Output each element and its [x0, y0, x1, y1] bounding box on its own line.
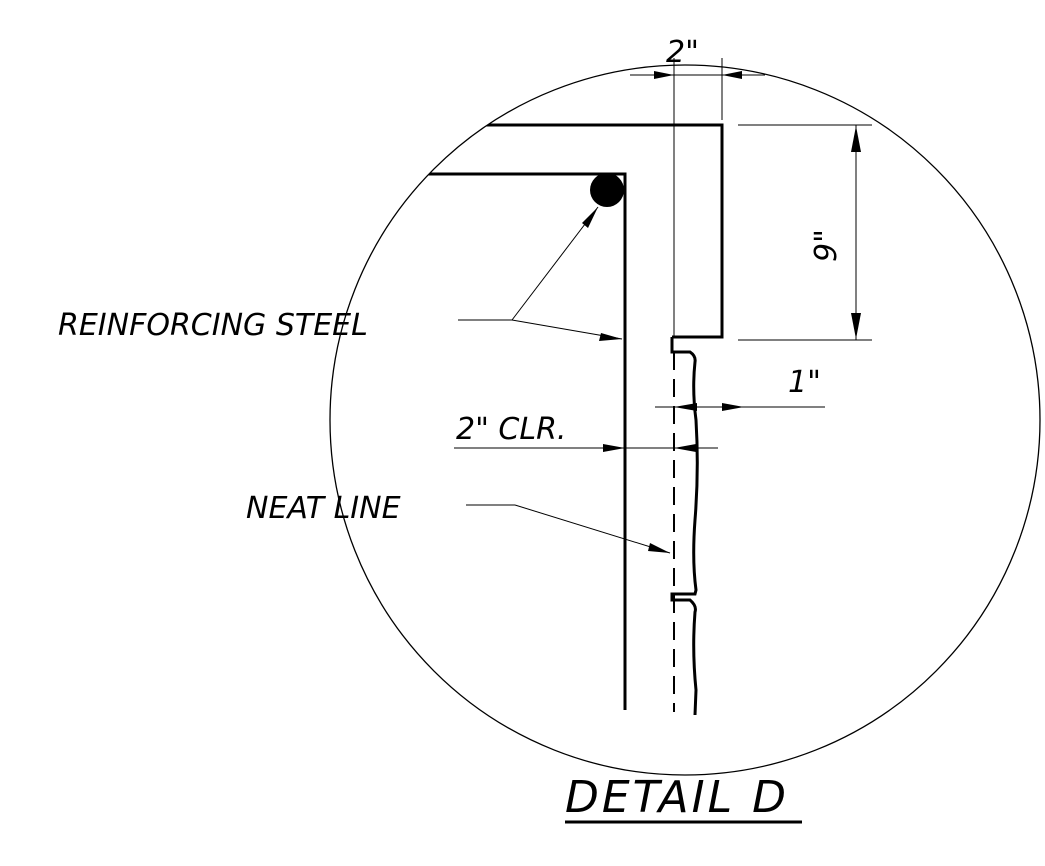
neat-line-label: NEAT LINE: [246, 491, 401, 526]
dim-clearance: [454, 444, 718, 452]
detail-title: DETAIL D: [565, 772, 789, 823]
dim-top-width-label: 2": [666, 35, 699, 70]
neat-line-leader: [466, 504, 671, 554]
dim-key-depth-label: 9": [809, 229, 844, 262]
dim-key-depth: [738, 124, 872, 341]
reinforcing-steel-label: REINFORCING STEEL: [58, 308, 368, 343]
dim-offset-label: 1": [788, 365, 821, 400]
dim-top-width: [630, 71, 765, 79]
reinforcing-bar: [590, 173, 624, 207]
dim-offset: [655, 403, 825, 411]
detail-circle: [329, 64, 1041, 776]
reinforcing-steel-leader: [458, 206, 623, 341]
clearance-label: 2" CLR.: [456, 412, 566, 447]
